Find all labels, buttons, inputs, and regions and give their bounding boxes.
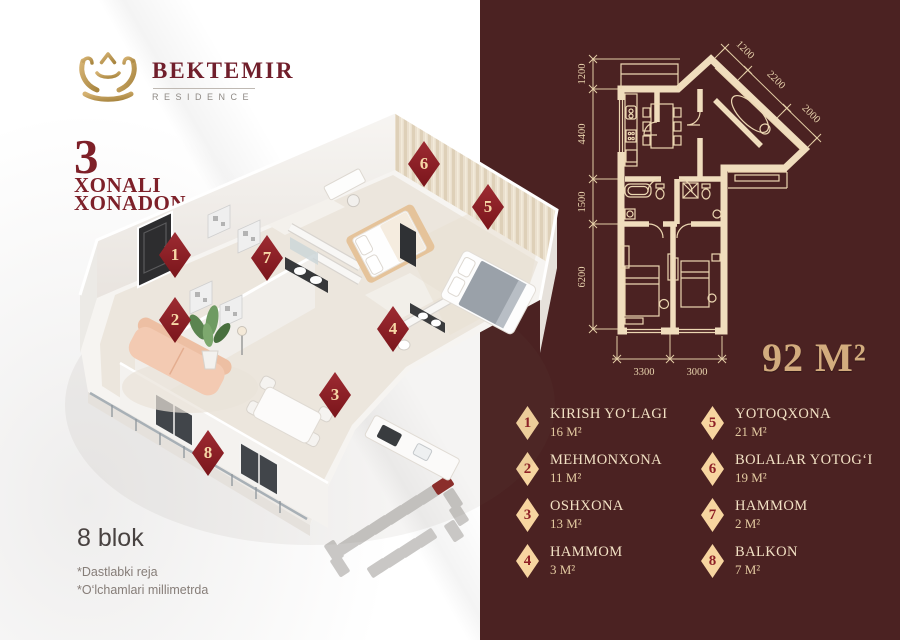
- footnote-1: *Dastlabki reja: [77, 565, 158, 579]
- room-area: 7 M²: [735, 562, 761, 577]
- curtain-wall: [395, 112, 557, 268]
- room-area: 2 M²: [735, 516, 761, 531]
- room-name: HAMMOM: [735, 498, 808, 514]
- floorplan-3d: 1 2 3 4 5 6 7 8: [60, 95, 570, 545]
- dim-label: 2000: [799, 103, 822, 126]
- floorplan-2d: 1200 4400 1500 6200 3300 3000: [577, 39, 822, 378]
- legend-diamond-4: 4: [516, 544, 539, 578]
- dimension-left: 1200 4400 1500 6200: [577, 54, 680, 334]
- brand-divider: [153, 88, 255, 89]
- legend-item-5: 5 YOTOQXONA 21 M²: [701, 400, 886, 446]
- legend-diamond-8: 8: [701, 544, 724, 578]
- room-name: MEHMONXONA: [550, 452, 662, 468]
- furniture-2d: [620, 67, 802, 325]
- site-minimap: [324, 475, 469, 578]
- wall-art-qr: [189, 204, 261, 329]
- legend-diamond-2: 2: [516, 452, 539, 486]
- dim-label: 3000: [687, 367, 708, 378]
- crown-icon: [79, 52, 137, 102]
- legend-item-7: 7 HAMMOM 2 M²: [701, 492, 886, 538]
- outer-walls: [617, 54, 811, 335]
- interior-walls: [621, 89, 763, 329]
- legend-diamond-5: 5: [701, 406, 724, 440]
- legend-diamond-3: 3: [516, 498, 539, 532]
- kitchen-counter: [364, 415, 460, 481]
- room-legend: 1 KIRISH YO‘LAGI 16 M² 2 MEHMONXONA 11 M…: [516, 400, 886, 584]
- info-panel: 1200 4400 1500 6200 3300 3000: [480, 0, 900, 640]
- side-wall: [540, 210, 557, 353]
- room-area: 21 M²: [735, 424, 767, 439]
- dimension-bottom: 3300 3000: [612, 334, 727, 378]
- legend-item-3: 3 OSHXONA 13 M²: [516, 492, 701, 538]
- legend-item-4: 4 HAMMOM 3 M²: [516, 538, 701, 584]
- dim-label: 6200: [577, 267, 588, 288]
- tv-screen: [400, 223, 416, 267]
- dining-set: [246, 375, 334, 448]
- main-bed: [440, 250, 537, 335]
- dim-label: 2200: [764, 69, 787, 92]
- room-name: BALKON: [735, 544, 798, 560]
- legend-diamond-7: 7: [701, 498, 724, 532]
- dim-label: 1500: [577, 192, 588, 213]
- floorplan-3d-render: [65, 110, 559, 545]
- plant: [189, 305, 231, 370]
- dim-label: 3300: [634, 367, 655, 378]
- legend-item-1: 1 KIRISH YO‘LAGI 16 M²: [516, 400, 701, 446]
- room-name: OSHXONA: [550, 498, 624, 514]
- bathroom7-vanity: [285, 237, 328, 293]
- room-area: 3 M²: [550, 562, 576, 577]
- dim-label: 1200: [577, 64, 588, 85]
- brand-name: BEKTEMIR: [152, 58, 295, 83]
- legend-diamond-1: 1: [516, 406, 539, 440]
- room-name: BOLALAR YOTOG‘I: [735, 452, 873, 468]
- footnote-2: *O‘lchamlari millimetrda: [77, 583, 209, 597]
- door-arcs: [643, 111, 701, 239]
- room-area: 11 M²: [550, 470, 582, 485]
- room-area: 16 M²: [550, 424, 582, 439]
- total-area-label: 92 M²: [762, 335, 867, 380]
- room-name: KIRISH YO‘LAGI: [550, 406, 668, 422]
- room-name: YOTOQXONA: [735, 406, 831, 422]
- dim-label: 4400: [577, 124, 588, 145]
- room-name: HAMMOM: [550, 544, 623, 560]
- desk: [323, 168, 366, 208]
- legend-item-6: 6 BOLALAR YOTOG‘I 19 M²: [701, 446, 886, 492]
- legend-item-2: 2 MEHMONXONA 11 M²: [516, 446, 701, 492]
- dim-label: 1200: [733, 39, 756, 62]
- room-area: 13 M²: [550, 516, 582, 531]
- legend-item-8: 8 BALKON 7 M²: [701, 538, 886, 584]
- end-wall: [80, 240, 97, 353]
- legend-diamond-6: 6: [701, 452, 724, 486]
- floor-lamp: [237, 326, 247, 355]
- room-area: 19 M²: [735, 470, 767, 485]
